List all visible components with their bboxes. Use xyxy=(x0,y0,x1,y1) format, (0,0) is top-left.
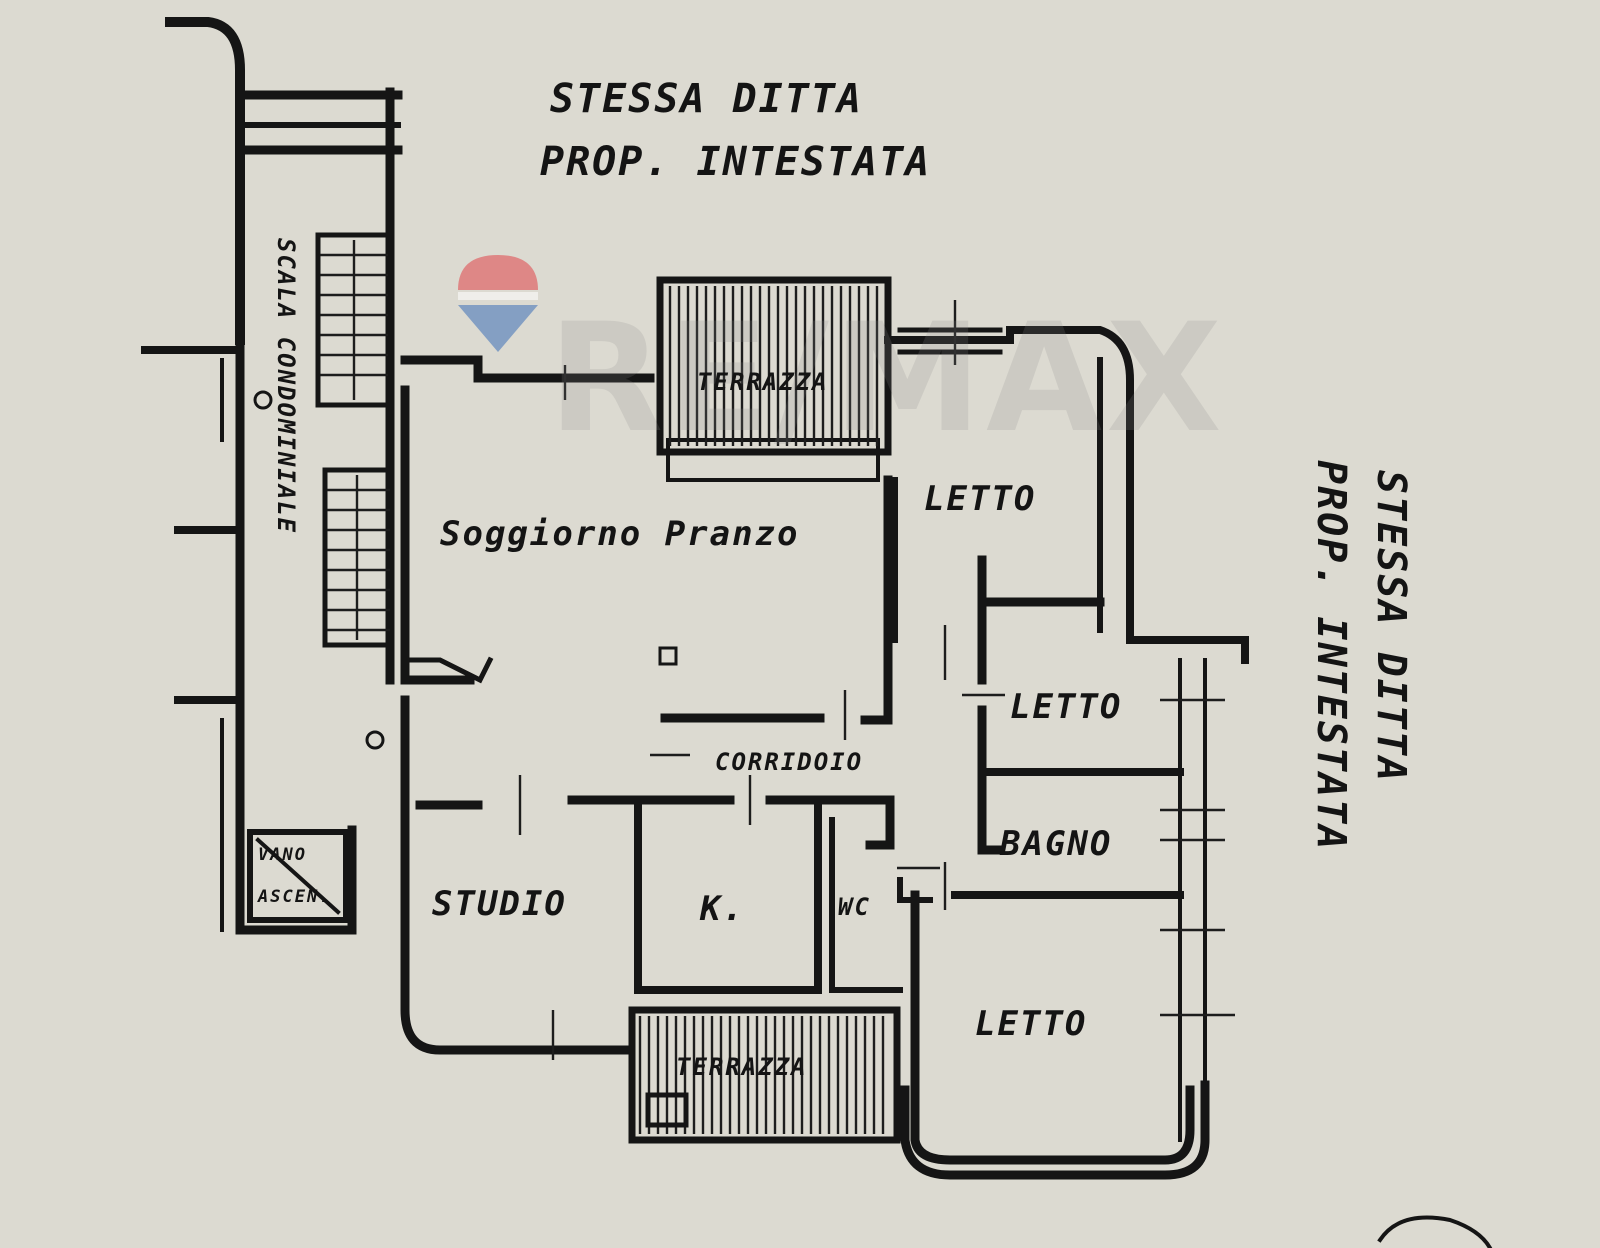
label-elevator-line1: VANO xyxy=(258,845,307,865)
label-elevator-line2: ASCEN. xyxy=(257,887,331,907)
terrace-hatch-bottom xyxy=(638,1016,885,1134)
labels: STESSA DITTA PROP. INTESTATA STESSA DITT… xyxy=(257,76,1414,1081)
label-kitchen: K. xyxy=(699,889,745,929)
label-bed3: LETTO xyxy=(975,1004,1087,1044)
terrace-hatch-top xyxy=(668,286,879,446)
label-bed1: LETTO xyxy=(924,479,1036,519)
stray-mark xyxy=(1377,1215,1493,1248)
label-living: Soggiorno Pranzo xyxy=(440,514,800,554)
label-stair: SCALA CONDOMINIALE xyxy=(272,238,300,534)
label-bath: BAGNO xyxy=(999,824,1112,864)
label-wc: WC xyxy=(838,893,871,921)
label-corridor: CORRIDOIO xyxy=(715,748,863,776)
watermark-text: RE/MAX xyxy=(548,292,1226,466)
label-terrace-bottom: TERRAZZA xyxy=(676,1053,808,1081)
right-note-line1: STESSA DITTA xyxy=(1368,470,1414,783)
label-terrace-top: TERRAZZA xyxy=(697,368,829,396)
top-note-line1: STESSA DITTA xyxy=(550,76,863,122)
remax-watermark: RE/MAX xyxy=(458,255,1226,466)
right-note-line2: PROP. INTESTATA xyxy=(1308,460,1354,851)
top-note-line2: PROP. INTESTATA xyxy=(540,139,931,185)
apartment-walls xyxy=(400,276,1249,1180)
balloon-icon xyxy=(458,255,538,290)
label-bed2: LETTO xyxy=(1010,687,1122,727)
stair-block xyxy=(141,17,403,935)
label-study: STUDIO xyxy=(432,884,567,924)
